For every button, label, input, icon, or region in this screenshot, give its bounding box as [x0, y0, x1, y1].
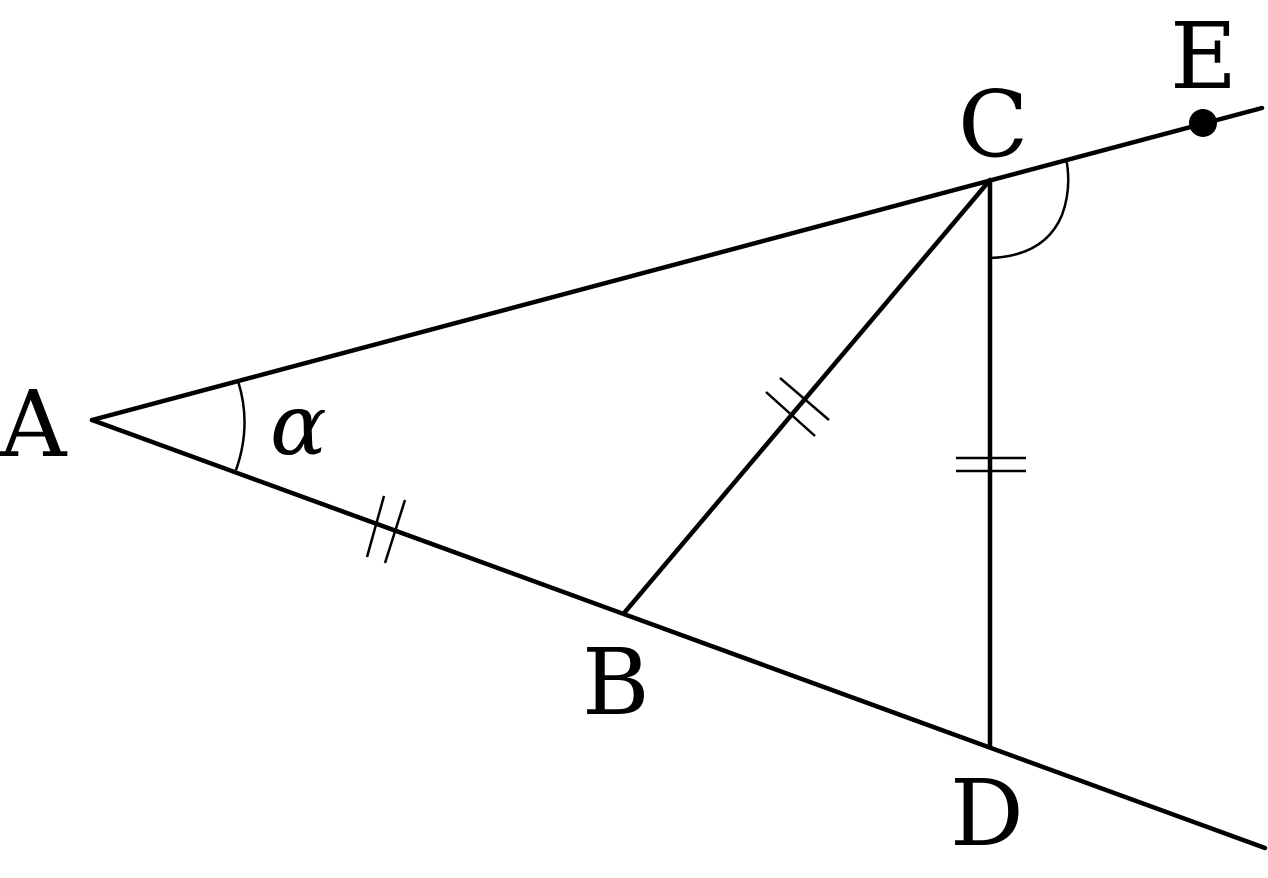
ray-ace: [89, 105, 1265, 423]
tick-bc-1: [765, 391, 816, 437]
label-alpha: α: [270, 376, 327, 474]
segment-bc: [622, 177, 993, 615]
point-e-dot: [1189, 109, 1217, 137]
label-c: C: [958, 71, 1028, 178]
label-e: E: [1170, 3, 1237, 110]
tick-ab-2: [383, 499, 407, 564]
tick-bc-2: [779, 377, 830, 421]
label-b: B: [582, 629, 650, 736]
label-a: A: [0, 371, 68, 478]
tick-ab-1: [365, 495, 386, 558]
ray-abd: [89, 417, 1268, 851]
label-d: D: [950, 760, 1024, 867]
angle-dce-arc: [989, 157, 1070, 260]
angle-alpha-arc: [234, 380, 246, 471]
